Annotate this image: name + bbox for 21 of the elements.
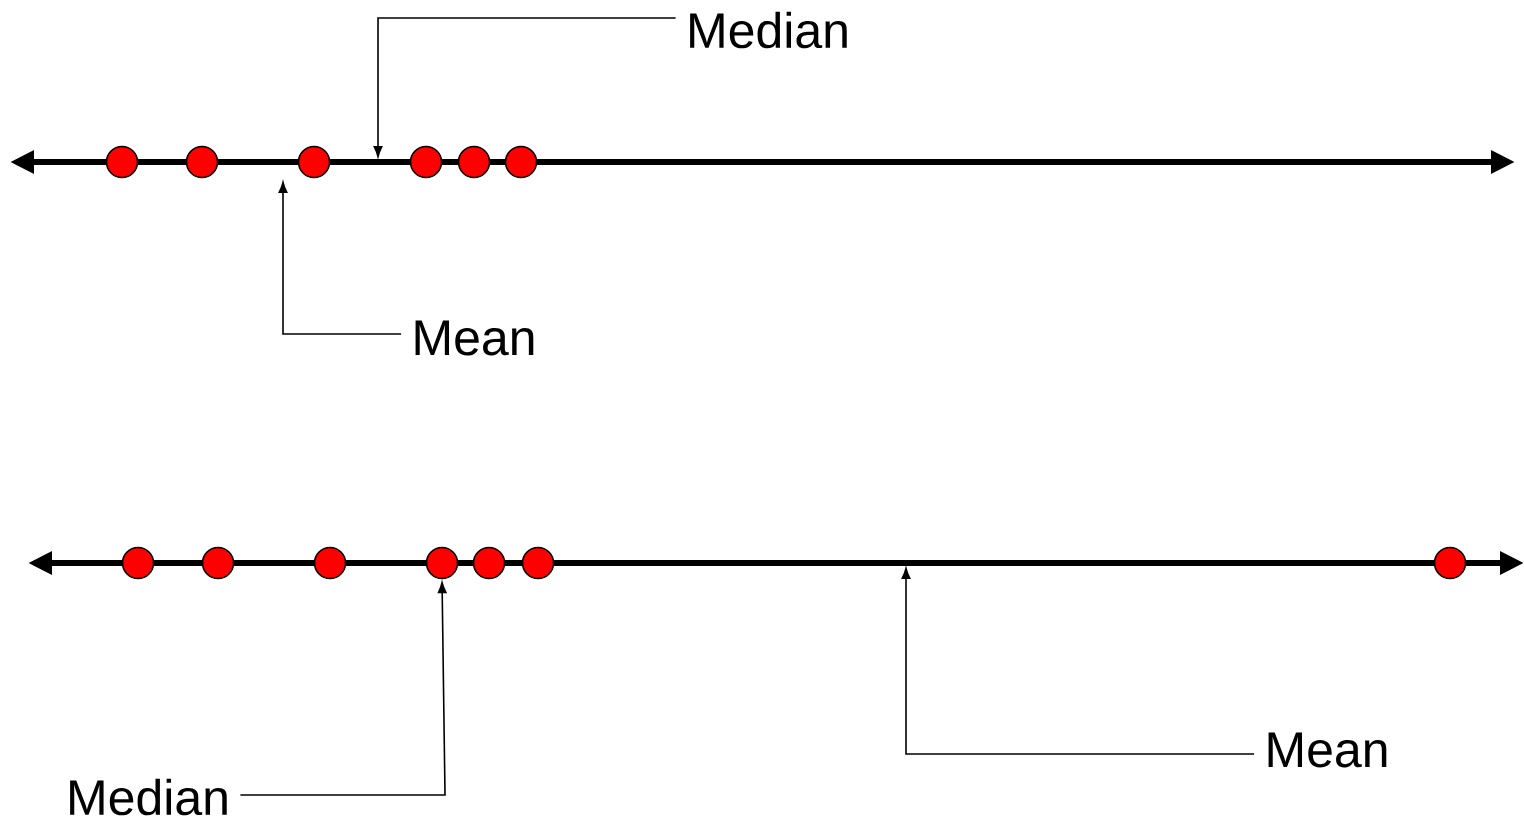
dot — [121, 546, 155, 580]
dot — [521, 546, 555, 580]
dot — [457, 145, 491, 179]
dot — [472, 546, 506, 580]
dot — [425, 546, 459, 580]
dot — [409, 145, 443, 179]
leader-line — [278, 181, 402, 335]
dot — [297, 145, 331, 179]
dot — [1433, 546, 1467, 580]
label-text: Mean — [415, 320, 534, 356]
label-text: Median — [70, 778, 227, 816]
leader-line — [901, 567, 1255, 755]
dot — [105, 145, 139, 179]
dot — [201, 546, 235, 580]
dot — [313, 546, 347, 580]
dot — [504, 145, 538, 179]
label-text: Median — [690, 11, 847, 49]
leader-line — [373, 17, 677, 158]
label-text: Mean — [1268, 732, 1387, 768]
leader-line — [239, 581, 447, 796]
dot — [185, 145, 219, 179]
